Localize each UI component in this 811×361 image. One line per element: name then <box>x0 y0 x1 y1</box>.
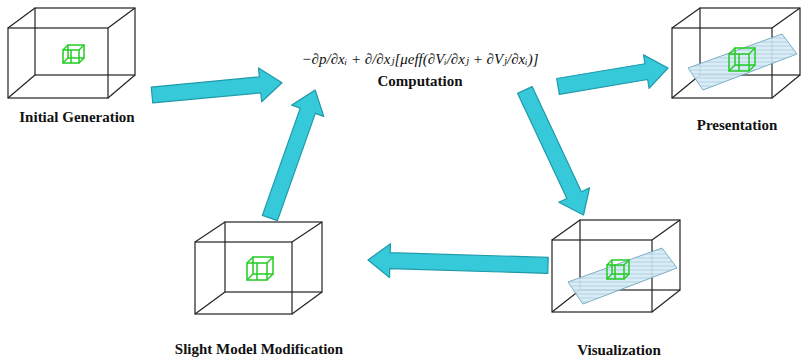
domain-box <box>195 222 322 314</box>
flow-arrow <box>557 55 668 94</box>
result-slice <box>568 248 677 304</box>
domain-box <box>8 8 135 98</box>
stage-label: Visualization <box>577 341 661 359</box>
result-slice <box>688 34 797 90</box>
stage-label: Presentation <box>697 116 778 134</box>
stage-label: Presentation <box>668 2 806 134</box>
stage-label: Slight Model Modification <box>150 218 368 358</box>
stage-label: Computation <box>377 72 462 90</box>
model-object <box>247 257 273 280</box>
flow-arrow <box>368 244 548 278</box>
stage-label: Slight Model Modification <box>175 340 343 358</box>
domain-box <box>672 8 800 98</box>
result-slice-lines <box>688 34 797 90</box>
equation: −∂p/∂xᵢ + ∂/∂xⱼ[μeff(∂Vᵢ/∂xⱼ + ∂Vⱼ/∂xᵢ)] <box>302 50 539 68</box>
stage-label: Initial Generation <box>2 2 152 126</box>
flow-arrow <box>518 87 590 215</box>
stage-label: Initial Generation <box>19 108 134 126</box>
flow-arrow <box>151 68 282 103</box>
model-object <box>63 45 84 63</box>
stage-label: Visualization <box>548 215 690 359</box>
computation-node: −∂p/∂xᵢ + ∂/∂xⱼ[μeff(∂Vᵢ/∂xⱼ + ∂Vⱼ/∂xᵢ)]… <box>282 18 558 90</box>
model-object <box>607 260 629 279</box>
domain-box <box>552 220 680 312</box>
result-slice-lines <box>568 248 677 304</box>
model-object <box>729 48 755 71</box>
flow-arrow <box>262 90 323 221</box>
